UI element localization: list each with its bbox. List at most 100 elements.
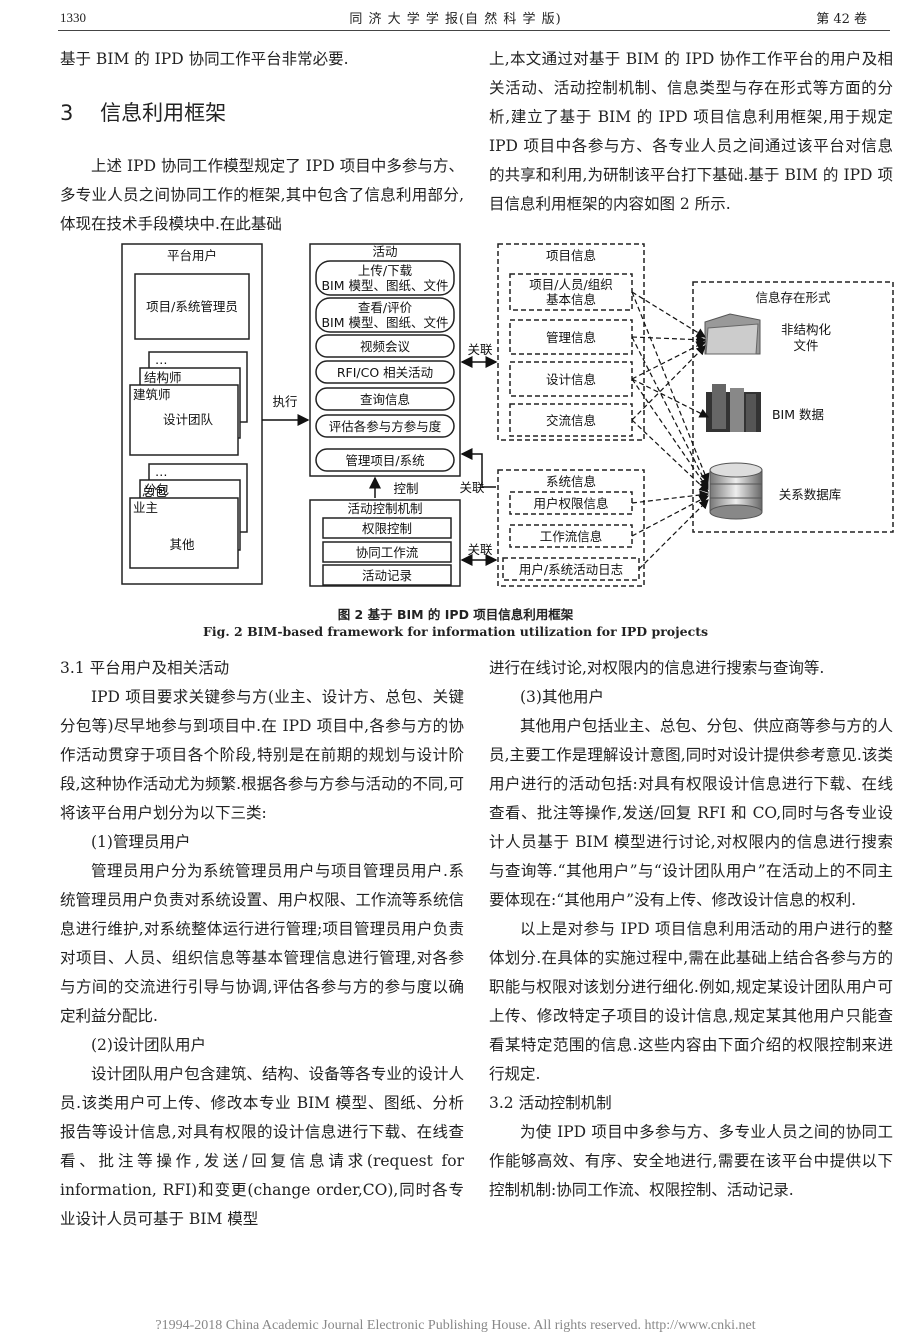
admin-label: 项目/系统管理员: [146, 299, 238, 314]
system-info-title: 系统信息: [546, 474, 596, 489]
pi-basic-line1: 项目/人员/组织: [529, 277, 612, 292]
left-column-intro: 上述 IPD 协同工作模型规定了 IPD 项目中多参与方、多专业人员之间协同工作…: [60, 152, 464, 239]
activity-query-label: 查询信息: [360, 392, 410, 407]
rdb-label: 关系数据库: [779, 487, 842, 502]
assoc-label-3: 关联: [467, 542, 493, 557]
admin-box: [134, 273, 250, 340]
para-3-1-intro: IPD 项目要求关键参与方(业主、设计方、总包、关键分包等)尽早地参与到项目中.…: [60, 688, 464, 822]
para-3-2: 为使 IPD 项目中多参与方、多专业人员之间的协同工作能够高效、有序、安全地进行…: [489, 1123, 893, 1199]
activity-evaluate-label: 评估各参与方参与度: [329, 419, 442, 434]
pi-management-label: 管理信息: [546, 330, 596, 345]
running-header: 1330 同 济 大 学 学 报(自 然 科 学 版) 第 42 卷: [0, 6, 911, 30]
control-workflow-label: 协同工作流: [356, 545, 419, 560]
users-panel: [121, 243, 263, 585]
section-number: 3: [60, 101, 74, 125]
gc-label: 总包: [142, 484, 167, 499]
activity-video-label: 视频会议: [360, 339, 411, 354]
design-team-label: 设计团队: [163, 412, 214, 427]
assoc-arrow-system: [460, 448, 496, 488]
activity-evaluate: [315, 414, 455, 438]
figure-caption-cn: 图 2 基于 BIM 的 IPD 项目信息利用框架: [337, 607, 574, 622]
activity-query: [315, 387, 455, 411]
storage-relations: [631, 291, 710, 570]
section-title: 信息利用框架: [100, 101, 227, 125]
si-workflow-label: 工作流信息: [540, 529, 603, 544]
control-permission-label: 权限控制: [362, 521, 412, 536]
other-dots: …: [155, 464, 168, 479]
activity-manage-label: 管理项目/系统: [345, 453, 424, 468]
continued-line: 基于 BIM 的 IPD 协同工作平台非常必要.: [60, 50, 349, 68]
activity-upload-line2: BIM 模型、图纸、文件: [321, 278, 448, 293]
unstructured-line1: 非结构化: [781, 322, 832, 337]
si-log-label: 用户/系统活动日志: [519, 562, 623, 577]
unstructured-line2: 文件: [793, 338, 818, 353]
right-column-top: 上,本文通过对基于 BIM 的 IPD 协作工作平台的用户及相关活动、活动控制机…: [489, 45, 893, 219]
control-log: [322, 564, 452, 586]
activities-panel: [309, 243, 461, 477]
right-column-body: 进行在线讨论,对权限内的信息进行搜索与查询等. (3)其他用户 其他用户包括业主…: [489, 654, 893, 1205]
para-design-team-continued: 进行在线讨论,对权限内的信息进行搜索与查询等.: [489, 659, 825, 677]
para-admin: 管理员用户分为系统管理员用户与项目管理员用户.系统管理员用户负责对系统设置、用户…: [60, 862, 464, 1025]
project-info-title: 项目信息: [546, 248, 596, 263]
structural-label: 结构师: [144, 370, 182, 385]
subcontractor-label: 分包: [144, 482, 169, 497]
activity-view: [315, 297, 455, 333]
assoc-label-1: 关联: [467, 342, 493, 357]
architect-box: [129, 384, 239, 456]
control-permission: [322, 517, 452, 539]
para-design-team: 设计团队用户包含建筑、结构、设备等各专业的设计人员.该类用户可上传、修改本专业 …: [60, 1065, 464, 1228]
intro-paragraph: 上述 IPD 协同工作模型规定了 IPD 项目中多参与方、多专业人员之间协同工作…: [60, 157, 464, 233]
users-title: 平台用户: [167, 248, 217, 263]
pi-basic-line2: 基本信息: [546, 292, 596, 307]
subsection-3-2: 3.2 活动控制机制: [489, 1094, 612, 1112]
activity-rfi: [315, 360, 455, 384]
assoc-label-2: 关联: [459, 480, 485, 495]
subsection-3-1: 3.1 平台用户及相关活动: [60, 659, 230, 677]
intro-paragraph-continued: 上,本文通过对基于 BIM 的 IPD 协作工作平台的用户及相关活动、活动控制机…: [489, 50, 893, 213]
control-label: 控制: [393, 481, 418, 496]
para-summary: 以上是对参与 IPD 项目信息利用活动的用户进行的整体划分.在具体的实施过程中,…: [489, 920, 893, 1083]
activity-manage: [315, 448, 455, 472]
control-title: 活动控制机制: [347, 501, 422, 516]
section-heading: 3 信息利用框架: [60, 97, 226, 127]
system-info-panel: [497, 469, 645, 587]
pi-communication-label: 交流信息: [546, 413, 596, 428]
control-workflow: [322, 541, 452, 563]
activity-video: [315, 334, 455, 358]
activity-rfi-label: RFI/CO 相关活动: [337, 365, 433, 380]
copyright-footer: ?1994-2018 China Academic Journal Electr…: [155, 1318, 756, 1333]
framework-figure: 平台用户 项目/系统管理员 … 结构师 建筑师 设计团队 … 分包 业主 总包 …: [121, 243, 894, 587]
activity-upload: [315, 260, 455, 296]
control-log-label: 活动记录: [362, 568, 412, 583]
architect-label: 建筑师: [133, 387, 171, 402]
control-panel: [309, 499, 461, 587]
header-rule: [58, 30, 890, 31]
activity-view-line2: BIM 模型、图纸、文件: [321, 315, 448, 330]
left-column-top: 基于 BIM 的 IPD 协同工作平台非常必要.: [60, 45, 464, 74]
subhead-design-team: (2)设计团队用户: [91, 1036, 206, 1054]
storage-title: 信息存在形式: [755, 290, 831, 305]
si-permission-label: 用户权限信息: [533, 496, 608, 511]
left-column-body: 3.1 平台用户及相关活动 IPD 项目要求关键参与方(业主、设计方、总包、关键…: [60, 654, 464, 1234]
para-other: 其他用户包括业主、总包、分包、供应商等参与方的人员,主要工作是理解设计意图,同时…: [489, 717, 893, 909]
activity-upload-line1: 上传/下载: [358, 263, 413, 278]
activity-view-line1: 查看/评价: [358, 300, 413, 315]
subhead-other: (3)其他用户: [520, 688, 604, 706]
figure-caption-en: Fig. 2 BIM-based framework for informati…: [202, 624, 709, 639]
project-info-panel: [497, 243, 645, 441]
page-number: 1330: [60, 10, 86, 25]
execute-label: 执行: [272, 394, 297, 409]
bim-data-label: BIM 数据: [772, 407, 824, 422]
storage-panel: [692, 281, 894, 533]
pi-design-label: 设计信息: [546, 372, 596, 387]
database-icon: [709, 462, 763, 520]
other-label: 其他: [169, 537, 195, 552]
bim-data-icon: [706, 384, 761, 432]
design-dots: …: [155, 352, 168, 367]
folder-icon: [704, 313, 761, 355]
owner-box: [129, 497, 239, 569]
volume-label: 第 42 卷: [816, 12, 867, 27]
owner-label: 业主: [133, 500, 158, 515]
activities-title: 活动: [372, 244, 397, 259]
subhead-admin: (1)管理员用户: [91, 833, 191, 851]
